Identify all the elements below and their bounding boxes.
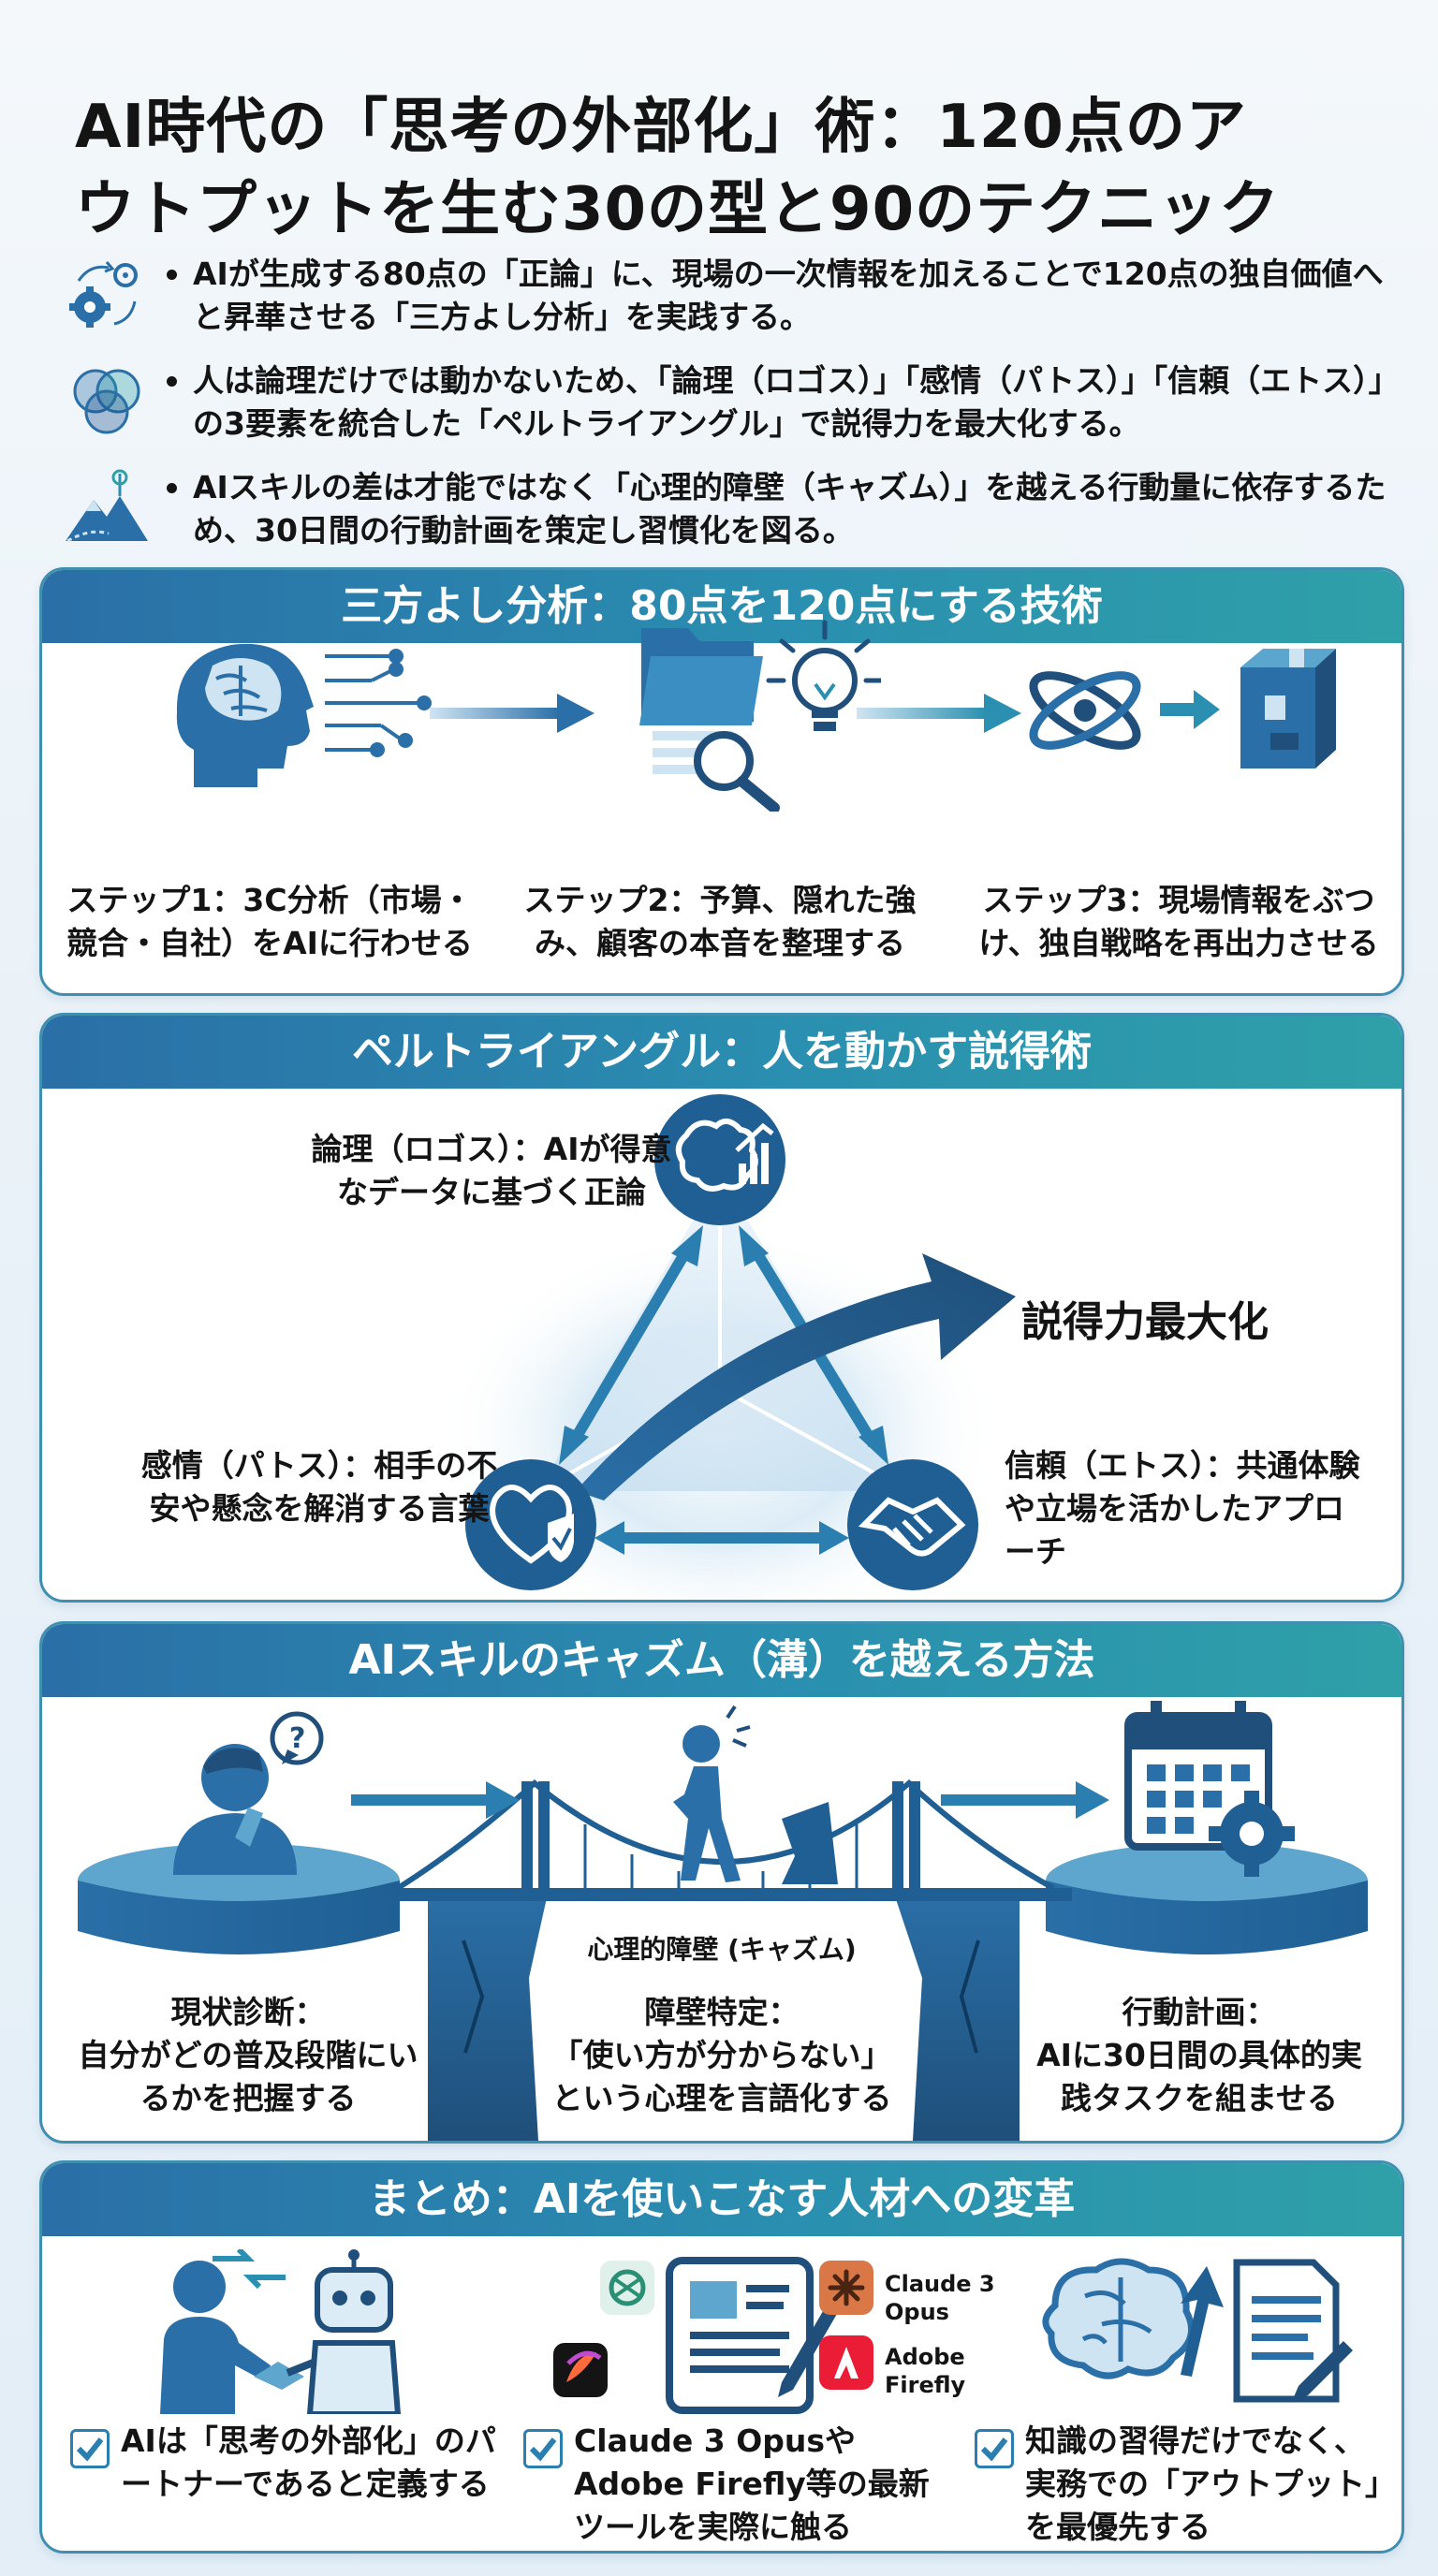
- ai-tools-tablet-icon: [553, 2257, 873, 2414]
- step1-caption: ステップ1：3C分析（市場・競合・自社）をAIに行わせる: [66, 882, 473, 961]
- pathos-caption: 感情（パトス）：相手の不安や懸念を解消する言葉: [140, 1447, 498, 1527]
- bullet-dot: [167, 483, 177, 493]
- pel-triangle-section: ペルトライアングル：人を動かす説得術: [39, 1013, 1404, 1603]
- persuasion-max-label: 説得力最大化: [1021, 1298, 1269, 1346]
- summary-item-1: AIは「思考の外部化」のパートナーであると定義する: [121, 2422, 496, 2502]
- chasm-bridge-illustration: ?: [78, 1701, 1368, 2141]
- summary-item-2: Claude 3 OpusやAdobe Firefly等の最新ツールを実際に触る: [574, 2422, 930, 2545]
- chart-anchor: [317, 1119, 321, 1122]
- step3-caption: ステップ3：現場情報をぶつけ、独自戦略を再出力させる: [978, 882, 1379, 961]
- section-header: ペルトライアングル：人を動かす説得術: [42, 1016, 1401, 1089]
- sanpo-yoshi-section: 三方よし分析：80点を120点にする技術: [39, 567, 1404, 996]
- firefly-label: Adobe Firefly: [885, 2344, 966, 2398]
- step-text: 自分がどの普及段階にいるかを把握する: [78, 2037, 418, 2116]
- title-line-2: ウトプットを生む30の型と90のテクニック: [75, 175, 1281, 244]
- step-text: AIに30日間の具体的実践タスクを組ませる: [1036, 2037, 1362, 2116]
- ai-head-circuit-icon: [176, 643, 432, 787]
- summary-item-3: 知識の習得だけでなく、実務での「アウトプット」を最優先する: [1025, 2422, 1381, 2545]
- title-line-1: AI時代の「思考の外部化」術：120点のア: [75, 93, 1247, 162]
- pathos-node: [465, 1459, 596, 1590]
- bullet-text: 人は論理だけでは動かないため、「論理（ロゴス）」「感情（パトス）」「信頼（エトス…: [193, 362, 1400, 442]
- claude-label: Claude 3 Opus: [885, 2271, 995, 2325]
- logos-node: [654, 1094, 785, 1225]
- adobe-firefly-logo-icon: [819, 2335, 873, 2390]
- gears-cycle-icon: [69, 261, 138, 328]
- diagnosis-step: 現状診断： 自分がどの普及段階にいるかを把握する: [70, 1991, 426, 2120]
- check-icon: [70, 2429, 110, 2468]
- chasm-section: AIスキルのキャズム（溝）を越える方法: [39, 1621, 1404, 2144]
- brain-to-document-icon: [1042, 2258, 1353, 2403]
- walking-person-icon: [673, 1705, 751, 1882]
- claude-logo-icon: [819, 2261, 873, 2315]
- barrier-step: 障壁特定： 「使い方が分からない」という心理を言語化する: [538, 1991, 905, 2120]
- summary-bullets: AIが生成する80点の「正論」に、現場の一次情報を加えることで120点の独自価値…: [62, 253, 1400, 573]
- step-title: 現状診断：: [170, 1994, 326, 2030]
- section-header: AIスキルのキャズム（溝）を越える方法: [42, 1624, 1401, 1697]
- page-title: AI時代の「思考の外部化」術：120点のア ウトプットを生む30の型と90のテク…: [75, 86, 1386, 251]
- mountain-flag-icon: [66, 469, 148, 543]
- bullet-item: AIが生成する80点の「正論」に、現場の一次情報を加えることで120点の独自価値…: [62, 253, 1391, 341]
- bullet-text: AIが生成する80点の「正論」に、現場の一次情報を加えることで120点の独自価値…: [193, 256, 1384, 335]
- chasm-label: 心理的障壁 (キャズム): [587, 1934, 857, 1965]
- svg-text:?: ?: [289, 1722, 305, 1755]
- bullet-dot: [167, 270, 177, 280]
- folder-search-lightbulb-icon: [639, 620, 881, 812]
- thinking-person-icon: ?: [173, 1711, 324, 1875]
- human-robot-handshake-icon: [160, 2249, 402, 2414]
- step-text: 「使い方が分からない」という心理を言語化する: [551, 2037, 892, 2116]
- summary-section: まとめ：AIを使いこなす人材への変革: [39, 2160, 1404, 2554]
- bullet-text: AIスキルの差は才能ではなく「心理的障壁（キャズム）」を越える行動量に依存するた…: [193, 469, 1387, 549]
- flow-arrow-icon: [430, 694, 594, 733]
- ethos-node: [847, 1459, 978, 1590]
- bullet-item: 人は論理だけでは動かないため、「論理（ロゴス）」「感情（パトス）」「信頼（エトス…: [62, 359, 1400, 447]
- triangle-diagram: [439, 1094, 1016, 1600]
- bullet-dot: [167, 376, 177, 387]
- flow-arrow-icon: [857, 694, 1021, 733]
- step2-caption: ステップ2：予算、隠れた強み、顧客の本音を整理する: [523, 882, 917, 961]
- check-icon: [975, 2429, 1014, 2468]
- venn-diagram-icon: [73, 369, 140, 434]
- section-header: 三方よし分析：80点を120点にする技術: [42, 570, 1401, 643]
- step-title: 行動計画：: [1122, 1994, 1277, 2030]
- check-icon: [523, 2429, 563, 2468]
- chatgpt-logo-icon: [600, 2261, 654, 2315]
- action-plan-step: 行動計画： AIに30日間の具体的実践タスクを組ませる: [1031, 1991, 1368, 2120]
- ethos-caption: 信頼（エトス）：共通体験や立場を活かしたアプローチ: [1005, 1447, 1360, 1570]
- bullet-item: AIスキルの差は才能ではなく「心理的障壁（キャズム）」を越える行動量に依存するた…: [62, 466, 1391, 554]
- calendar-gear-icon: [1124, 1701, 1295, 1877]
- adobe-express-logo-icon: [553, 2343, 608, 2397]
- logos-caption: 論理（ロゴス）：AIが得意なデータに基づく正論: [311, 1131, 672, 1210]
- atom-to-box-icon: [1029, 649, 1336, 768]
- step-title: 障壁特定：: [644, 1994, 800, 2030]
- section-header: まとめ：AIを使いこなす人材への変革: [42, 2163, 1401, 2236]
